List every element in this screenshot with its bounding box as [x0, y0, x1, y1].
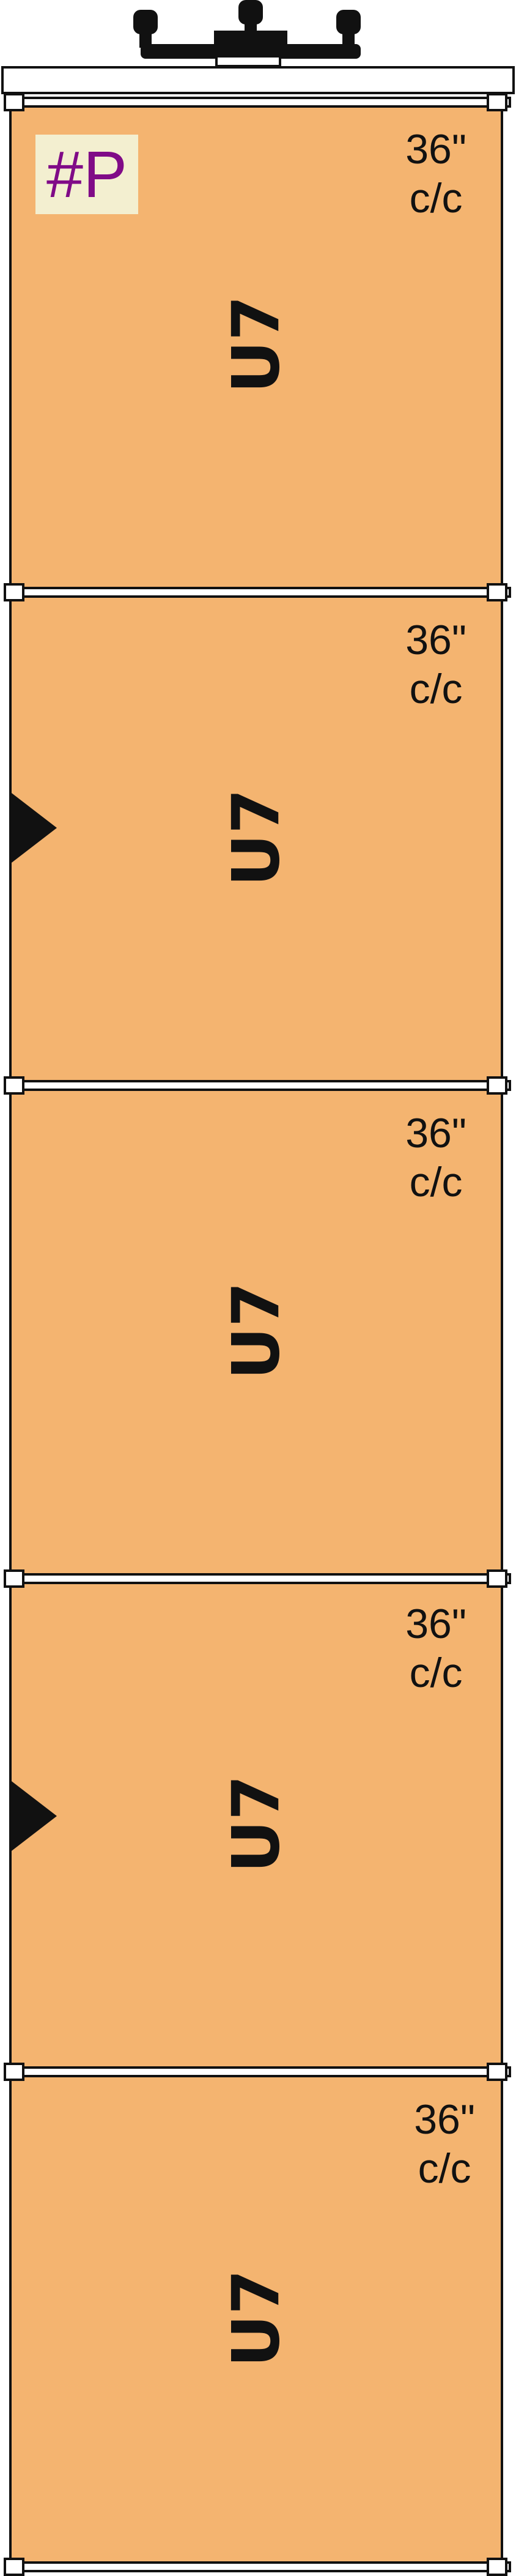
bar-end-cap [4, 1569, 24, 1588]
divider-bar [5, 2066, 511, 2077]
spacing-label: 36" c/c [414, 2095, 475, 2193]
header-strip [215, 55, 281, 67]
spacing-label: 36" c/c [405, 125, 466, 223]
model-label: U7 [218, 1282, 294, 1380]
bar-end-cap [4, 1076, 24, 1095]
divider-bar [5, 587, 511, 598]
spacing-unit: c/c [409, 1159, 463, 1205]
spacing-value: 36" [414, 2096, 475, 2143]
rack-section: 36" c/c U7 [9, 1084, 503, 1577]
header-bar [1, 66, 515, 94]
bar-end-cap [4, 93, 24, 111]
bar-end-cap [487, 1076, 507, 1095]
spacing-label: 36" c/c [405, 1599, 466, 1697]
spacing-value: 36" [405, 617, 466, 663]
divider-bar [5, 97, 511, 108]
spacing-unit: c/c [409, 1650, 463, 1696]
spacing-unit: c/c [409, 666, 463, 712]
model-label: U7 [218, 1775, 294, 1873]
bar-end-cap [4, 2558, 24, 2576]
rack-section: 36" c/c U7 [9, 1577, 503, 2071]
spacing-label: 36" c/c [405, 616, 466, 713]
bar-end-cap [487, 1569, 507, 1588]
side-marker-icon [9, 791, 57, 865]
spacing-value: 36" [405, 1110, 466, 1156]
model-label: U7 [218, 296, 294, 393]
bar-end-cap [487, 93, 507, 111]
spacing-unit: c/c [418, 2145, 471, 2192]
mount-fixture-icon [133, 0, 361, 59]
spacing-unit: c/c [409, 175, 463, 221]
divider-bar [5, 1573, 511, 1584]
divider-bar [5, 1080, 511, 1091]
bar-end-cap [487, 2558, 507, 2576]
bar-end-cap [4, 2063, 24, 2081]
bar-end-cap [487, 583, 507, 601]
panel-label: #P [35, 135, 138, 214]
spacing-label: 36" c/c [405, 1109, 466, 1207]
model-label: U7 [218, 789, 294, 887]
rack-section: 36" c/c U7 [9, 591, 503, 1084]
bar-end-cap [487, 2063, 507, 2081]
model-label: U7 [218, 2269, 294, 2367]
divider-bar [5, 2561, 511, 2572]
rack-section: 36" c/c U7 [9, 2071, 503, 2566]
spacing-value: 36" [405, 126, 466, 173]
bar-end-cap [4, 583, 24, 601]
side-marker-icon [9, 1779, 57, 1853]
spacing-value: 36" [405, 1601, 466, 1647]
